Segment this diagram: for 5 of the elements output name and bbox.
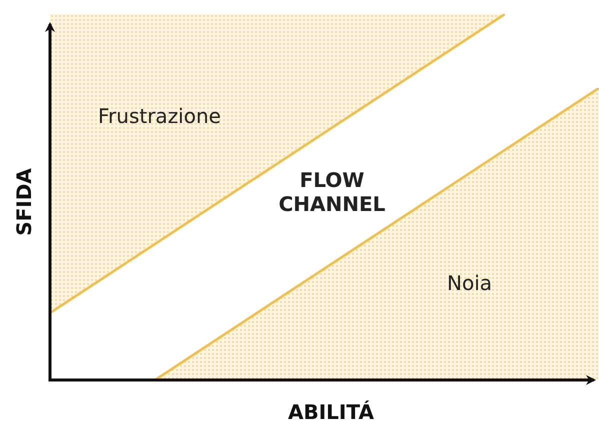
- region-label: Frustrazione: [98, 104, 221, 128]
- region-label: FLOW CHANNEL: [278, 168, 386, 216]
- axis-title: SFIDA: [12, 168, 36, 236]
- region-label: Noia: [447, 271, 492, 295]
- axis-title: ABILITÁ: [288, 400, 374, 424]
